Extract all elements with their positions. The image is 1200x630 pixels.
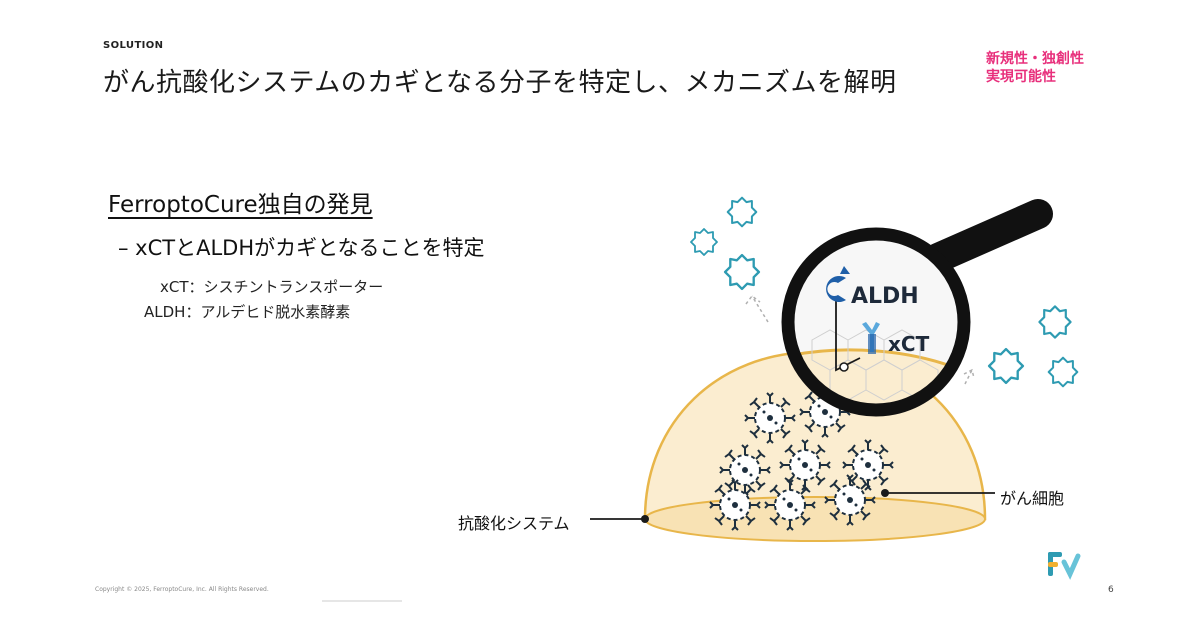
antioxidant-system-callout: 抗酸化システム xyxy=(458,514,570,533)
magnifier xyxy=(781,199,1053,417)
xct-transporter-icon xyxy=(862,322,880,354)
page-number: 6 xyxy=(1108,585,1114,595)
ros-arrows xyxy=(745,294,975,385)
footer-divider xyxy=(322,600,402,602)
section-label: SOLUTION xyxy=(103,40,164,51)
ferroptocure-logo xyxy=(1048,552,1081,580)
tag-feasibility: 実現可能性 xyxy=(986,69,1056,85)
page-title: がん抗酸化システムのカギとなる分子を特定し、メカニズムを解明 xyxy=(103,68,897,98)
aldh-label: ALDH xyxy=(851,284,919,309)
tag-novelty: 新規性・独創性 xyxy=(986,51,1084,67)
copyright-notice: Copyright © 2025, FerroptoCure, Inc. All… xyxy=(95,586,269,593)
aldh-definition: ALDH：アルデヒド脱水素酵素 xyxy=(144,303,351,321)
xct-label: xCT xyxy=(888,332,930,356)
cancer-cell-callout: がん細胞 xyxy=(1000,489,1065,508)
xct-definition: xCT：シスチントランスポーター xyxy=(160,278,384,296)
dome-base xyxy=(644,496,986,542)
callout-lines xyxy=(590,489,995,523)
discovery-heading: FerroptoCure独自の発見 xyxy=(108,192,373,218)
aldh-enzyme-icon xyxy=(826,276,846,302)
key-finding-bullet: – xCTとALDHがカギとなることを特定 xyxy=(118,236,485,260)
